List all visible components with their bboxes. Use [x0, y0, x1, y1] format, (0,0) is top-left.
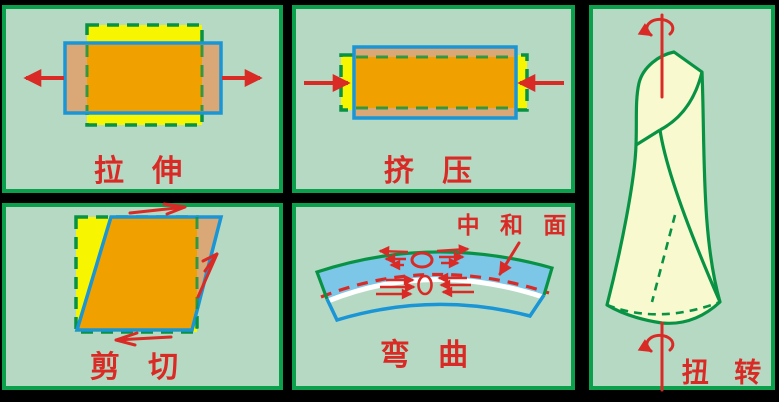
panel-bending: 中 和 面 弯 曲: [292, 203, 575, 390]
compression-zone-circle: [417, 274, 433, 296]
neutral-plane-label: 中 和 面: [457, 212, 574, 238]
compression-figure: [304, 45, 564, 120]
tension-stress-arrows-icon: [378, 244, 470, 271]
neutral-plane-pointer-arrow-icon: [498, 241, 521, 276]
core-region: [77, 217, 197, 330]
rotation-arrow-top-icon: [637, 17, 675, 37]
shear-label: 剪 切: [90, 351, 188, 384]
panel-shear: 剪 切: [2, 202, 283, 390]
shear-figure: [74, 202, 224, 347]
outer-arc-outline: [314, 250, 554, 300]
neutral-plane-dashed-line: [320, 272, 550, 299]
twist-edge-long: [658, 129, 722, 303]
compression-stress-arrows-icon: [376, 272, 474, 300]
tension-figure: [23, 23, 263, 127]
panel-torsion: 扭 转: [589, 5, 775, 392]
core-region: [87, 45, 202, 111]
twisted-body: [605, 50, 722, 325]
tension-label: 拉 伸: [94, 154, 192, 188]
tension-zone-circle: [410, 251, 434, 269]
sheared-outline: [74, 215, 224, 332]
inner-arc-outline: [325, 294, 546, 323]
shear-arrow-bottom-icon: [114, 331, 173, 347]
bending-figure: [314, 241, 554, 323]
twist-edge-short: [635, 128, 661, 147]
neutral-white-strip: [327, 276, 544, 304]
twist-edge-top: [659, 71, 704, 132]
rotation-arrow-bottom-icon: [637, 333, 675, 353]
panel-tension: 拉 伸: [2, 5, 283, 193]
shear-arrow-side-icon: [196, 252, 219, 299]
compression-label: 挤 压: [384, 155, 482, 188]
hidden-bottom-edge-dashed: [606, 300, 721, 316]
shear-arrow-top-icon: [128, 202, 187, 216]
hidden-edge-dashed: [650, 214, 677, 303]
panel-compression: 挤 压: [292, 5, 575, 193]
bending-label: 弯 曲: [380, 338, 478, 372]
core-region: [356, 57, 514, 108]
torsion-figure: [605, 13, 722, 392]
torsion-label: 扭 转: [682, 358, 771, 388]
